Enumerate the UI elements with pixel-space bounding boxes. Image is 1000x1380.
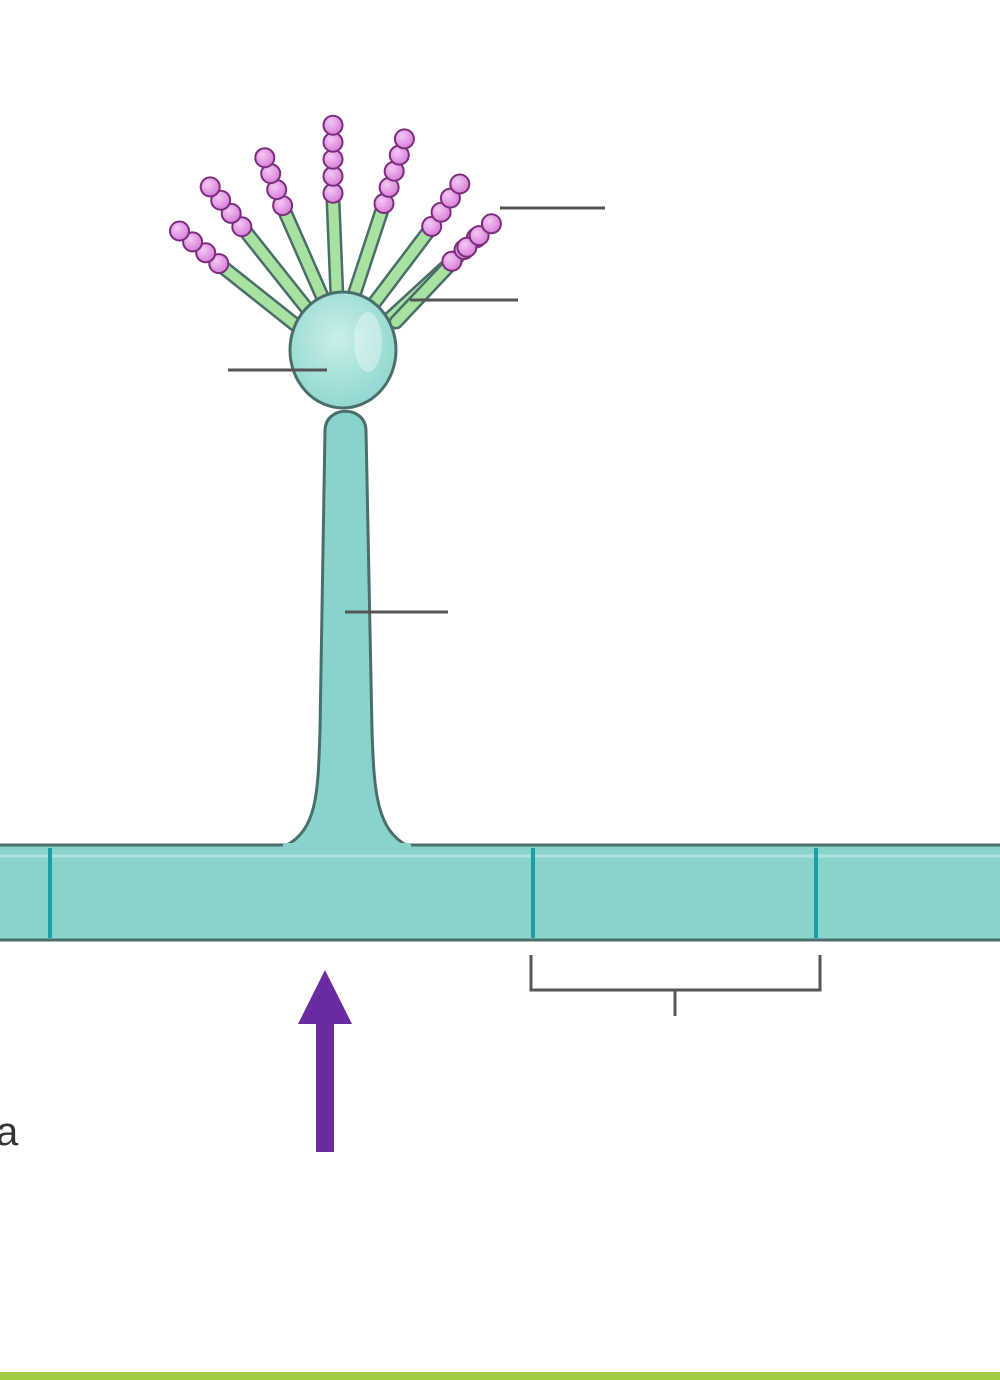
vesicle-highlight [354,312,382,372]
conidium-spore [199,176,221,198]
up-arrow-icon [298,970,352,1152]
phialide [219,263,307,335]
phialide [328,195,342,303]
stalk-join [283,843,411,853]
bottom-accent-bar [0,1372,1000,1380]
hypha-body [0,843,1000,942]
phialide [367,227,433,311]
conidium-spore [393,128,415,150]
arrow-head [298,970,352,1024]
conidium-spore [254,147,276,169]
phialide [348,205,387,303]
phialides [216,192,470,338]
label-pointers [228,206,605,614]
conidiophore-stalk [284,409,409,848]
conidium-spore [421,215,443,237]
septa [48,848,818,938]
cell-bracket [529,955,822,1016]
conidium-spore [322,114,344,136]
edge-text: a [0,1110,19,1154]
conidium-spore [480,213,502,235]
spore-chains [169,114,502,275]
phialide [280,207,330,308]
hypha [0,843,1000,942]
arrow-shaft [316,1020,334,1152]
conidium-spore [449,173,471,195]
vesicle [288,290,398,410]
conidium-spore [169,220,190,242]
phialide [241,227,317,320]
